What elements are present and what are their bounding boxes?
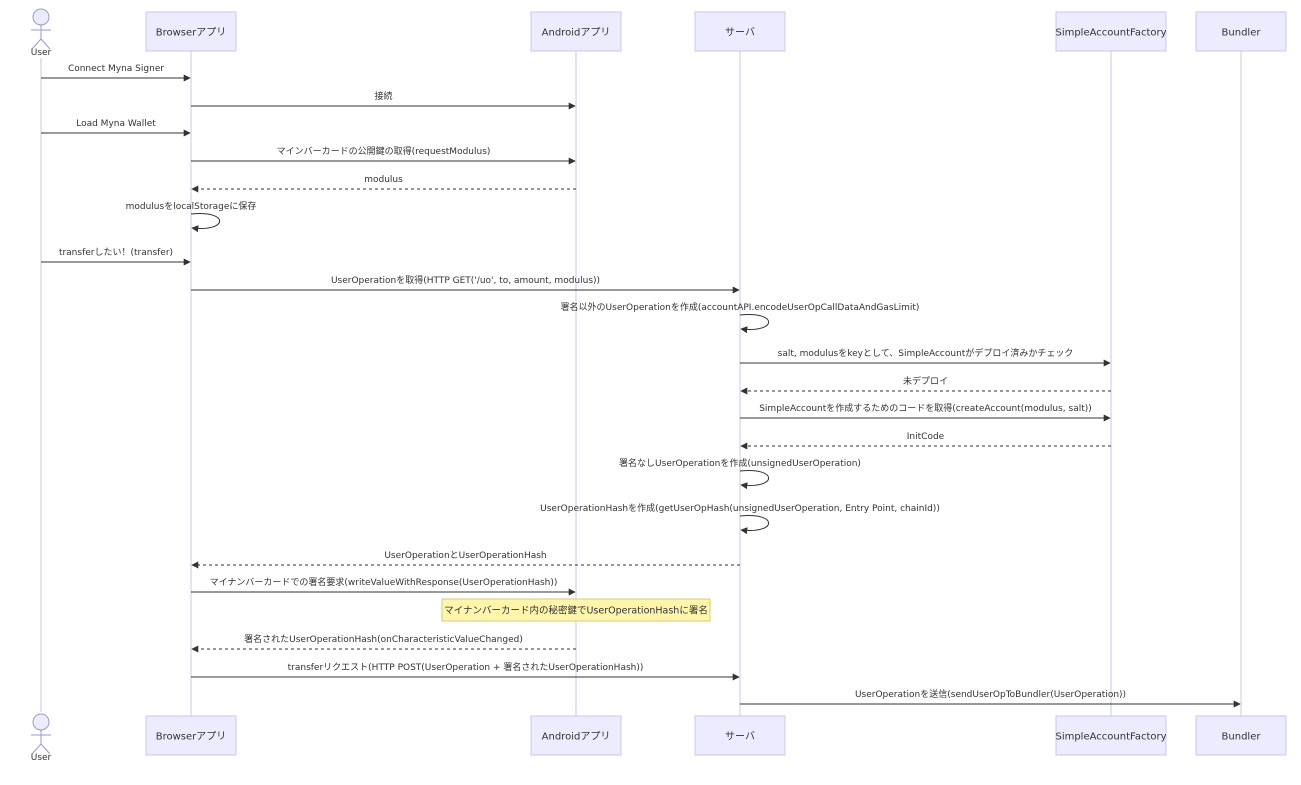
- participant-label: Bundler: [1222, 732, 1262, 743]
- message: transferリクエスト(HTTP POST(UserOperation + …: [191, 661, 740, 681]
- participant-label: Browserアプリ: [156, 27, 227, 39]
- message: 署名以外のUserOperationを作成(accountAPI.encodeU…: [561, 301, 920, 334]
- participant-browser-bottom: Browserアプリ: [145, 715, 237, 756]
- note-box: [441, 598, 711, 622]
- message-label: 署名以外のUserOperationを作成(accountAPI.encodeU…: [561, 301, 920, 313]
- message-label: Connect Myna Signer: [68, 64, 164, 74]
- message-label: Load Myna Wallet: [76, 119, 156, 129]
- participant-server-bottom: サーバ: [694, 715, 786, 756]
- participant-factory-bottom: SimpleAccountFactory: [1055, 715, 1167, 756]
- message-label: 署名されたUserOperationHash(onCharacteristicV…: [244, 633, 523, 645]
- message: Load Myna Wallet: [41, 119, 191, 137]
- message: UserOperationHashを作成(getUserOpHash(unsig…: [540, 502, 940, 535]
- message-label: UserOperationを取得(HTTP GET('/uo', to, amo…: [331, 274, 600, 286]
- message: transferしたい！(transfer): [41, 247, 191, 266]
- participant-box: [1055, 11, 1167, 52]
- actor-icon: [31, 713, 51, 755]
- participant-bundler-top: Bundler: [1195, 11, 1287, 52]
- participant-box: [145, 715, 237, 756]
- participant-box: [694, 715, 786, 756]
- participant-label: User: [31, 48, 52, 58]
- actor-icon: [31, 8, 51, 50]
- participant-box: [1195, 11, 1287, 52]
- message-arrow: [739, 470, 770, 490]
- note: マイナンバーカード内の秘密鍵でUserOperationHashに署名: [441, 598, 711, 622]
- message-label: modulusをlocalStorageに保存: [126, 200, 257, 212]
- message-label: UserOperationを送信(sendUserOpToBundler(Use…: [855, 688, 1126, 700]
- participant-label: Androidアプリ: [542, 731, 611, 743]
- message: modulus: [191, 175, 576, 193]
- message-label: 未デプロイ: [903, 375, 948, 387]
- message: SimpleAccountを作成するためのコードを取得(createAccoun…: [740, 402, 1111, 422]
- message: Connect Myna Signer: [41, 64, 191, 82]
- message: 未デプロイ: [740, 375, 1111, 395]
- participant-android-top: Androidアプリ: [530, 11, 622, 52]
- participant-bundler-bottom: Bundler: [1195, 715, 1287, 756]
- participant-box: [1055, 715, 1167, 756]
- message: modulusをlocalStorageに保存: [126, 200, 257, 233]
- message-label: 署名なしUserOperationを作成(unsignedUserOperati…: [619, 457, 861, 469]
- participant-user-top: User: [31, 8, 52, 58]
- participant-label: Browserアプリ: [156, 731, 227, 743]
- participant-box: [530, 11, 622, 52]
- message-label: 接続: [374, 90, 392, 102]
- message: salt, modulusをkeyとして、SimpleAccountがデプロイ済…: [740, 347, 1111, 367]
- participant-box: [694, 11, 786, 52]
- note-label: マイナンバーカード内の秘密鍵でUserOperationHashに署名: [444, 605, 708, 617]
- message-arrow: [190, 213, 221, 233]
- message: マインバーカードの公開鍵の取得(requestModulus): [191, 145, 576, 165]
- message-label: salt, modulusをkeyとして、SimpleAccountがデプロイ済…: [778, 347, 1074, 359]
- participant-label: サーバ: [725, 27, 755, 39]
- message-label: マイナンバーカードでの署名要求(writeValueWithResponse(U…: [210, 576, 558, 588]
- lifelines: [40, 51, 1242, 716]
- participant-android-bottom: Androidアプリ: [530, 715, 622, 756]
- message: UserOperationとUserOperationHash: [191, 550, 740, 569]
- participant-label: SimpleAccountFactory: [1055, 28, 1166, 39]
- message-arrow: [739, 515, 770, 535]
- participant-factory-top: SimpleAccountFactory: [1055, 11, 1167, 52]
- participant-server-top: サーバ: [694, 11, 786, 52]
- participants-bottom: User Browserアプリ Androidアプリ サーバ SimpleAccount…: [31, 713, 1287, 763]
- participant-label: Bundler: [1222, 28, 1262, 39]
- message: UserOperationを送信(sendUserOpToBundler(Use…: [740, 688, 1241, 708]
- message: UserOperationを取得(HTTP GET('/uo', to, amo…: [191, 274, 740, 294]
- message: マイナンバーカードでの署名要求(writeValueWithResponse(U…: [191, 576, 576, 596]
- message: 署名されたUserOperationHash(onCharacteristicV…: [191, 633, 576, 653]
- participant-label: Androidアプリ: [542, 27, 611, 39]
- participants-top: User Browserアプリ Androidアプリ サーバ SimpleAccount…: [31, 8, 1287, 58]
- participant-box: [530, 715, 622, 756]
- participant-browser-top: Browserアプリ: [145, 11, 237, 52]
- participant-box: [1195, 715, 1287, 756]
- participant-label: サーバ: [725, 731, 755, 743]
- message: InitCode: [740, 432, 1111, 450]
- message-label: InitCode: [907, 432, 945, 442]
- message-label: マインバーカードの公開鍵の取得(requestModulus): [277, 145, 491, 157]
- messages: Connect Myna Signer 接続 Load Myna Wallet マイン…: [41, 64, 1241, 708]
- message-arrow: [739, 314, 770, 334]
- participant-label: User: [31, 753, 52, 763]
- participant-label: SimpleAccountFactory: [1055, 732, 1166, 743]
- message: 接続: [191, 90, 576, 110]
- message-label: modulus: [364, 175, 403, 185]
- participant-user-bottom: User: [31, 713, 52, 763]
- message-label: SimpleAccountを作成するためのコードを取得(createAccoun…: [759, 402, 1092, 414]
- message-label: transferしたい！(transfer): [59, 247, 173, 258]
- message-label: UserOperationHashを作成(getUserOpHash(unsig…: [540, 502, 940, 514]
- message: 署名なしUserOperationを作成(unsignedUserOperati…: [619, 457, 861, 490]
- message-label: UserOperationとUserOperationHash: [384, 550, 546, 561]
- participant-box: [145, 11, 237, 52]
- message-label: transferリクエスト(HTTP POST(UserOperation + …: [288, 661, 644, 673]
